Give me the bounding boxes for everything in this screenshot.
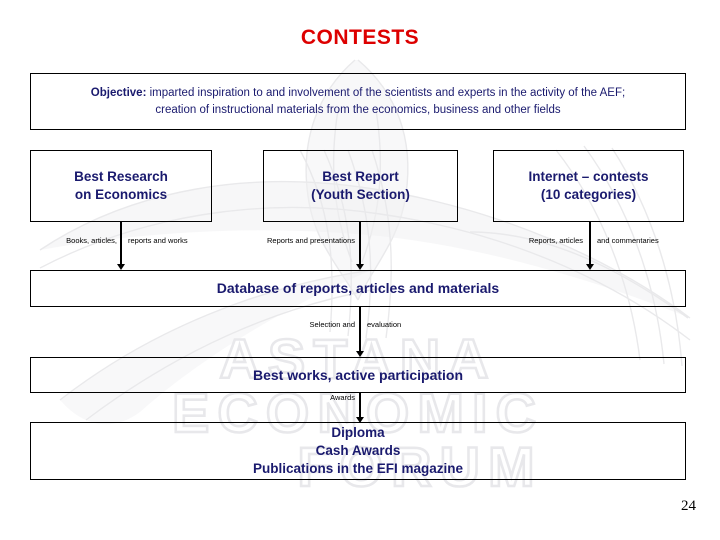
flow-caption-reports-articles: Reports, articles: [528, 236, 583, 245]
contest-box-best-report[interactable]: Best Report (Youth Section): [263, 150, 458, 222]
contest-box-best-research[interactable]: Best Research on Economics: [30, 150, 212, 222]
arrow-head: [586, 264, 594, 270]
contest-box-line-1: Best Research: [74, 169, 168, 184]
stage-database-label: Database of reports, articles and materi…: [216, 280, 500, 296]
flow-caption-reports-and-presentations: Reports and presentations: [267, 236, 355, 245]
contest-box-line-1: Best Report: [322, 169, 399, 184]
flow-caption-selection-and: Selection and: [309, 320, 355, 329]
flow-caption-awards: Awards: [330, 393, 355, 402]
arrow-head: [356, 417, 364, 423]
contest-box-internet-contests[interactable]: Internet – contests (10 categories): [493, 150, 684, 222]
arrow-head: [117, 264, 125, 270]
flow-arrow-best-research-to-database: [117, 222, 125, 270]
arrow-shaft: [120, 222, 122, 264]
flow-caption-reports-and-works: reports and works: [128, 236, 188, 245]
flow-arrow-internet-contests-to-database: [586, 222, 594, 270]
flow-arrow-database-to-best-works: [356, 307, 364, 357]
arrow-shaft: [359, 393, 361, 417]
stage-box-awards[interactable]: Diploma Cash Awards Publications in the …: [30, 422, 686, 480]
flow-caption-and-commentaries: and commentaries: [597, 236, 659, 245]
stage-box-database[interactable]: Database of reports, articles and materi…: [30, 270, 686, 307]
contest-box-line-2: (Youth Section): [311, 187, 410, 202]
stage-box-best-works[interactable]: Best works, active participation: [30, 357, 686, 393]
arrow-head: [356, 351, 364, 357]
flow-caption-evaluation: evaluation: [367, 320, 402, 329]
objective-line-1-text: imparted inspiration to and involvement …: [146, 86, 626, 99]
objective-line-2: creation of instructional materials from…: [155, 103, 561, 116]
awards-line-3: Publications in the EFI magazine: [252, 461, 464, 476]
page-title: CONTESTS: [300, 26, 420, 49]
flow-arrow-best-report-to-database: [356, 222, 364, 270]
awards-line-1: Diploma: [331, 425, 385, 440]
flow-arrow-best-works-to-awards: [356, 393, 364, 423]
contest-box-line-1: Internet – contests: [528, 169, 649, 184]
page-number: 24: [681, 498, 696, 514]
objective-label: Objective:: [90, 86, 147, 99]
objective-line-1: Objective: imparted inspiration to and i…: [37, 85, 679, 102]
arrow-shaft: [359, 307, 361, 351]
contest-box-line-2: on Economics: [74, 187, 168, 202]
objective-box: Objective: imparted inspiration to and i…: [30, 73, 686, 130]
contest-box-line-2: (10 categories): [540, 187, 637, 202]
arrow-head: [356, 264, 364, 270]
flow-caption-books-articles: Books, articles,: [66, 236, 117, 245]
arrow-shaft: [589, 222, 591, 264]
arrow-shaft: [359, 222, 361, 264]
stage-best-works-label: Best works, active participation: [252, 366, 464, 383]
awards-line-2: Cash Awards: [315, 443, 401, 458]
